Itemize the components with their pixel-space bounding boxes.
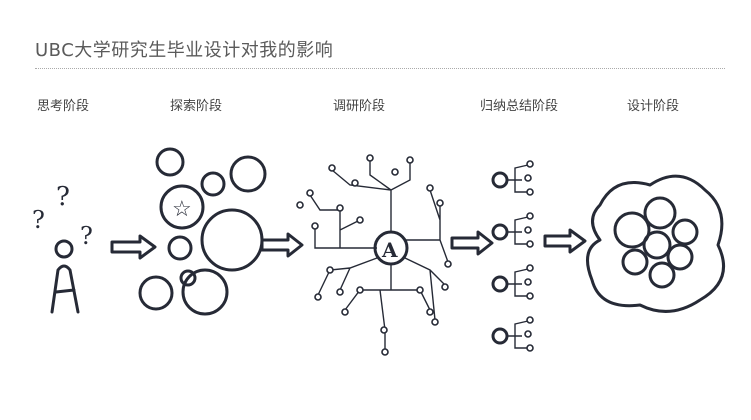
head-circle (54, 239, 74, 259)
arrow-icon (260, 232, 304, 258)
dotted-divider (35, 68, 725, 69)
question-mark-icon: ? (56, 182, 70, 212)
question-mark-icon: ? (32, 206, 45, 234)
summary-sketch (491, 160, 534, 352)
stage-label-research: 调研阶段 (333, 99, 386, 114)
stage-label-summary: 归纳总结阶段 (480, 99, 559, 114)
research-sketch: A (296, 154, 452, 356)
page-title: UBC大学研究生毕业设计对我的影响 (35, 40, 334, 61)
person-a-icon (50, 264, 80, 314)
design-sketch (586, 174, 726, 313)
exploring-sketch: ☆ (138, 147, 267, 316)
stage-label-design: 设计阶段 (627, 99, 680, 114)
svg-text:☆: ☆ (172, 197, 192, 222)
stage-label-thinking: 思考阶段 (37, 99, 90, 114)
arrow-icon (110, 234, 157, 260)
arrow-icon (450, 230, 494, 256)
arrow-icon (543, 228, 587, 254)
thinking-sketch: ? ? ? (32, 182, 93, 314)
question-mark-icon: ? (80, 222, 93, 250)
svg-text:A: A (381, 238, 398, 262)
stage-label-exploring: 探索阶段 (170, 99, 223, 114)
